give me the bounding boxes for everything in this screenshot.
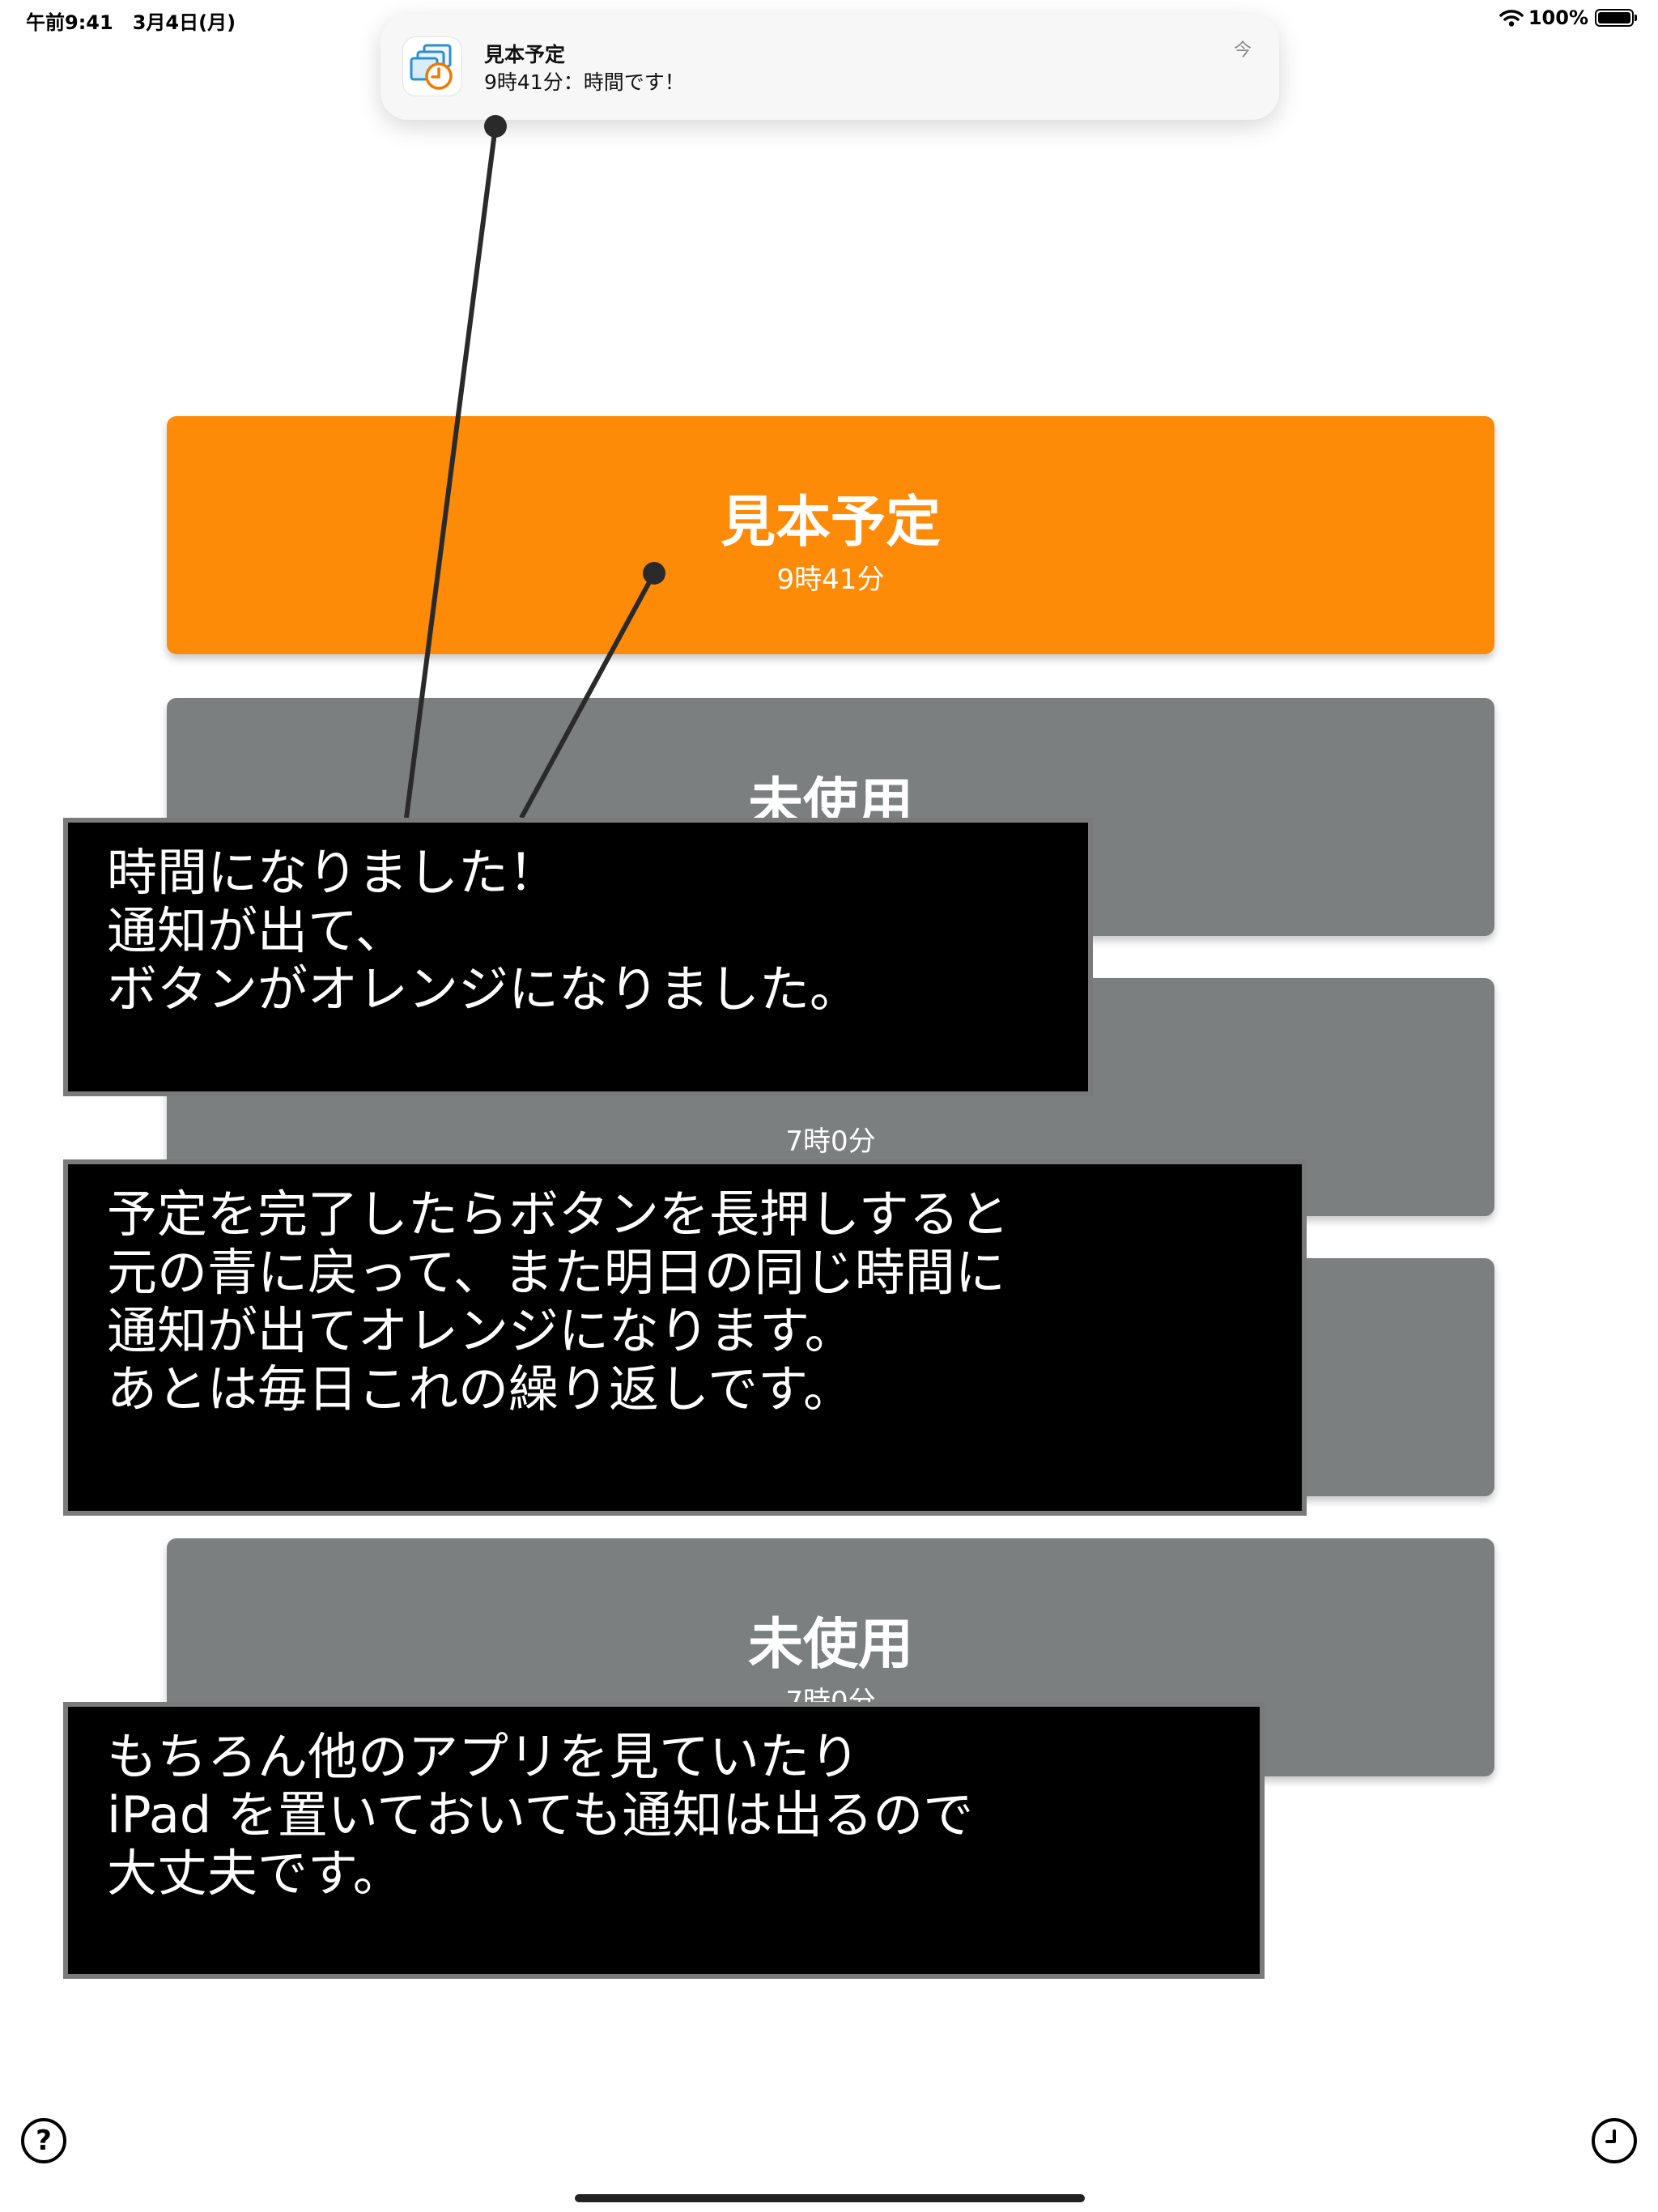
schedule-time: 9時41分 <box>776 564 885 596</box>
notification-body: 9時41分：時間です！ <box>484 70 685 94</box>
status-time: 午前9:41 <box>26 11 113 34</box>
callout-2: 予定を完了したらボタンを長押しすると 元の青に戻って、また明日の同じ時間に 通知… <box>63 1159 1307 1516</box>
notification-banner[interactable]: 見本予定 9時41分：時間です！ 今 <box>380 15 1279 120</box>
callout-line: 時間になりました！ <box>107 843 559 902</box>
notification-time: 今 <box>1233 40 1252 61</box>
pointer-dot-button <box>643 562 665 585</box>
question-icon[interactable]: ? <box>21 2118 66 2163</box>
callout-line: 通知が出て、 <box>107 901 406 960</box>
schedule-time: 7時0分 <box>785 1125 876 1158</box>
battery-icon <box>1595 9 1637 27</box>
clock-icon[interactable] <box>1592 2118 1637 2163</box>
schedule-title: 未使用 <box>747 1613 913 1677</box>
callout-line: 大丈夫です。 <box>107 1844 403 1903</box>
callout-line: もちろん他のアプリを見ていたり <box>107 1727 861 1786</box>
callout-line: 元の青に戻って、また明日の同じ時間に <box>107 1243 1005 1302</box>
callout-3: もちろん他のアプリを見ていたり iPad を置いておいても通知は出るので 大丈夫… <box>63 1702 1265 1979</box>
callout-line: あとは毎日これの繰り返しです。 <box>107 1359 853 1419</box>
callout-1: 時間になりました！ 通知が出て、 ボタンがオレンジになりました。 <box>63 818 1093 1096</box>
callout-line: iPad を置いておいても通知は出るので <box>107 1785 974 1844</box>
status-date: 3月4日(月) <box>132 11 236 34</box>
pointer-dot-notification <box>484 115 507 138</box>
home-indicator[interactable] <box>575 2194 1085 2202</box>
wifi-icon <box>1499 10 1524 27</box>
status-bar-left: 午前9:41 3月4日(月) <box>26 6 236 35</box>
pointer-line-button <box>519 572 657 819</box>
callout-line: 通知が出てオレンジになります。 <box>107 1301 855 1360</box>
callout-line: 予定を完了したらボタンを長押しすると <box>107 1185 1010 1244</box>
app-icon <box>403 37 461 96</box>
schedule-button-1[interactable]: 見本予定 9時41分 <box>167 416 1494 654</box>
status-bar-right: 100% <box>1499 6 1637 29</box>
battery-percentage: 100% <box>1528 6 1588 29</box>
pointer-line-notification <box>404 125 498 819</box>
callout-line: ボタンがオレンジになりました。 <box>107 959 861 1019</box>
schedule-title: 見本予定 <box>720 491 941 555</box>
notification-title: 見本予定 <box>484 43 566 66</box>
